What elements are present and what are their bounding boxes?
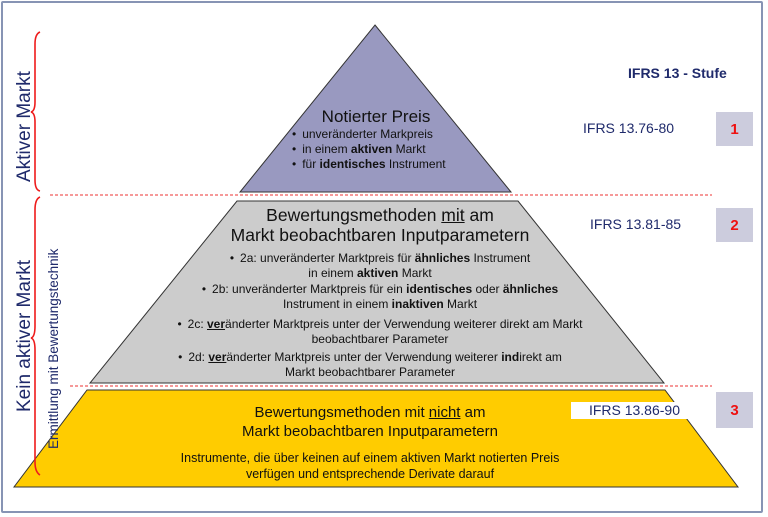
level-badge-1: 1 <box>716 112 753 146</box>
bullet: •unveränderter Markpreis <box>292 127 433 141</box>
level-2-bullet-2b: •2b: unveränderter Marktpreis für ein id… <box>201 282 559 311</box>
level-3-content: Bewertungsmethoden mit nicht am Markt be… <box>160 403 580 441</box>
label-aktiver-markt: Aktiver Markt <box>14 71 35 182</box>
bullet: •für identisches Instrument <box>292 157 446 171</box>
level-2-bullet-2d: •2d: veränderter Marktpreis unter der Ve… <box>178 350 562 379</box>
level-badge-2: 2 <box>716 208 753 242</box>
label-ermittlung-bewertungstechnik: Ermittlung mit Bewertungstechnik <box>46 248 61 449</box>
level-2-content: Bewertungsmethoden mit am Markt beobacht… <box>160 205 600 245</box>
level-1-content: Notierter Preis •unveränderter Markpreis… <box>240 107 512 172</box>
brace-aktiver-markt <box>30 31 41 192</box>
level-2-bullet-2c: •2c: veränderter Marktpreis unter der Ve… <box>177 317 583 346</box>
level-3-title-line1: Bewertungsmethoden mit nicht am <box>254 404 486 421</box>
ifrs-ref-level-1: IFRS 13.76-80 <box>583 120 675 136</box>
level-2-trapezoid <box>88 200 666 384</box>
ifrs-ref-level-3: IFRS 13.86-90 <box>571 402 690 419</box>
level-3-description: Instrumente, die über keinen auf einem a… <box>180 451 560 481</box>
level-1-bullets: •unveränderter Markpreis •in einem aktiv… <box>240 127 512 172</box>
level-2-title-line1: Bewertungsmethoden mit am <box>266 205 494 225</box>
level-1-title: Notierter Preis <box>321 107 431 126</box>
level-3-title-line2: Markt beobachtbaren Inputparametern <box>242 423 498 440</box>
label-kein-aktiver-markt: Kein aktiver Markt <box>14 259 35 412</box>
bullet: •in einem aktiven Markt <box>292 142 426 156</box>
ifrs-ref-level-2: IFRS 13.81-85 <box>590 216 682 232</box>
level-badge-3: 3 <box>716 392 753 428</box>
level-3-trapezoid <box>12 389 740 488</box>
brace-kein-aktiver-markt <box>30 196 41 476</box>
level-2-bullet-2a: •2a: unveränderter Marktpreis für ähnlic… <box>229 251 531 280</box>
level-2-title-line2: Markt beobachtbaren Inputparametern <box>230 225 530 245</box>
level-1-triangle <box>238 24 513 193</box>
ifrs-stufe-header: IFRS 13 - Stufe <box>628 65 727 81</box>
